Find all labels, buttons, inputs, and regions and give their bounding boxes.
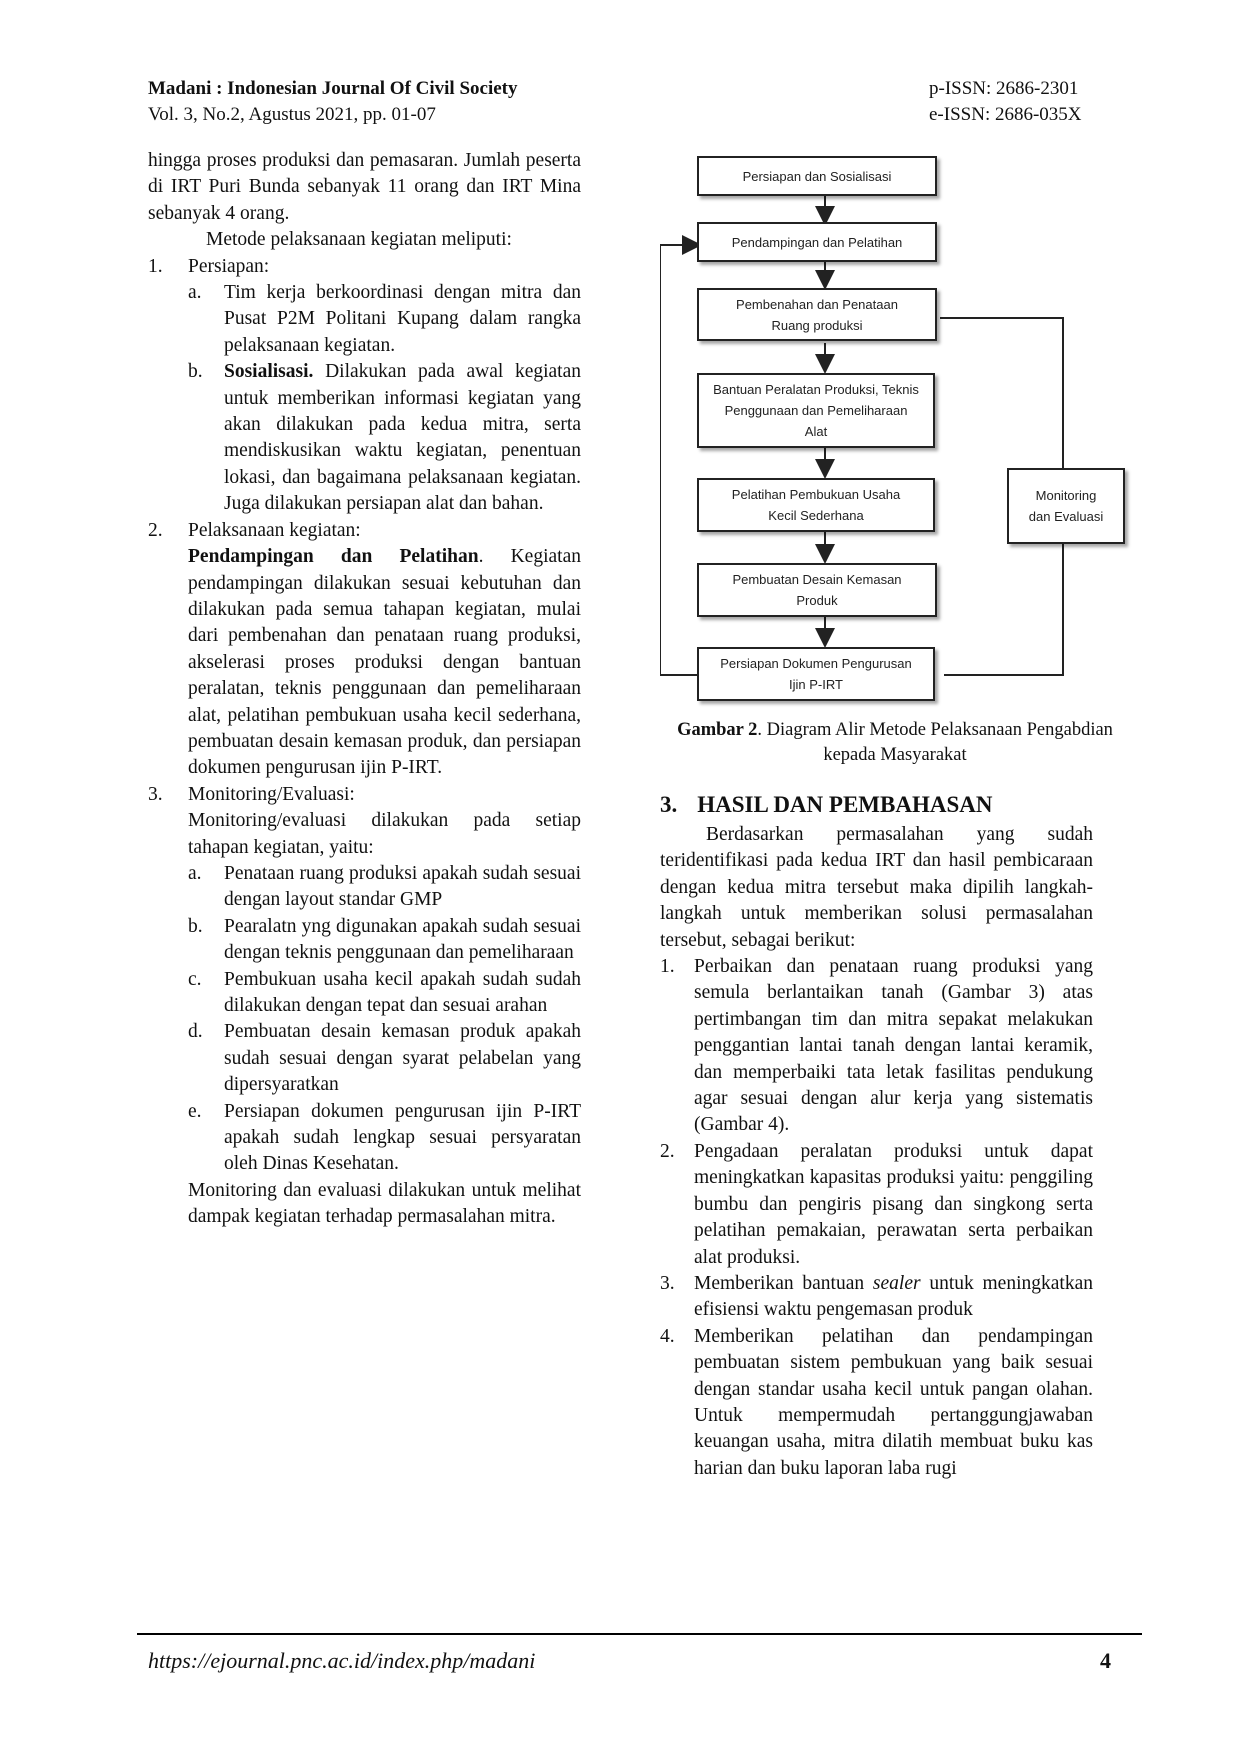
step-3-text: Persiapan dokumen pengurusan ijin P-IRT … bbox=[224, 1100, 581, 1175]
step-3-item: b. Pearalatn yng digunakan apakah sudah … bbox=[188, 914, 581, 967]
result-item-4: 4. Memberikan pelatihan dan pendampingan… bbox=[660, 1324, 1093, 1482]
method-intro: Metode pelaksanaan kegiatan meliputi: bbox=[206, 229, 512, 251]
step-2: 2. Pelaksanaan kegiatan: Pendampingan da… bbox=[148, 518, 581, 782]
journal-volume: Vol. 3, No.2, Agustus 2021, pp. 01-07 bbox=[148, 104, 436, 125]
section-title: HASIL DAN PEMBAHASAN bbox=[697, 792, 993, 817]
flow-box: Pelatihan Pembukuan Usaha Kecil Sederhan… bbox=[697, 478, 935, 532]
right-column: Berdasarkan permasalahan yang sudah teri… bbox=[660, 822, 1093, 1482]
result-text: Memberikan pelatihan dan pendampingan pe… bbox=[694, 1325, 1093, 1479]
step-3-item: d. Pembuatan desain kemasan produk apaka… bbox=[188, 1019, 581, 1098]
step-1b-letter: b. bbox=[188, 361, 203, 383]
result-item-2: 2. Pengadaan peralatan produksi untuk da… bbox=[660, 1139, 1093, 1271]
flow-box: Pembuatan Desain Kemasan Produk bbox=[697, 563, 937, 617]
step-3-letter: d. bbox=[188, 1021, 203, 1043]
result-number: 1. bbox=[660, 956, 675, 978]
p-issn: p-ISSN: 2686-2301 bbox=[929, 78, 1079, 99]
step-1: 1. Persiapan: a. Tim kerja berkoordinasi… bbox=[148, 254, 581, 518]
monitoring-box: Monitoring dan Evaluasi bbox=[1007, 468, 1125, 544]
step-3-letter: c. bbox=[188, 968, 202, 990]
step-3-item: a. Penataan ruang produksi apakah sudah … bbox=[188, 861, 581, 914]
step-2-title: Pelaksanaan kegiatan: bbox=[188, 519, 361, 541]
step-3: 3. Monitoring/Evaluasi: Monitoring/evalu… bbox=[148, 782, 581, 1231]
step-1a: a. Tim kerja berkoordinasi dengan mitra … bbox=[188, 280, 581, 359]
result-text-italic: sealer bbox=[872, 1272, 921, 1294]
page-number: 4 bbox=[1100, 1648, 1111, 1673]
flow-box: Pendampingan dan Pelatihan bbox=[697, 222, 937, 262]
result-number: 3. bbox=[660, 1272, 675, 1294]
step-1a-letter: a. bbox=[188, 282, 202, 304]
footer-rule bbox=[137, 1633, 1142, 1635]
figure-caption: Gambar 2. Diagram Alir Metode Pelaksanaa… bbox=[660, 718, 1130, 768]
flow-diagram: Persiapan dan Sosialisasi Pendampingan d… bbox=[660, 150, 1130, 701]
flow-box: Bantuan Peralatan Produksi, Teknis Pengg… bbox=[697, 373, 935, 448]
step-3-item: c. Pembukuan usaha kecil apakah sudah su… bbox=[188, 967, 581, 1020]
flow-box: Persiapan dan Sosialisasi bbox=[697, 156, 937, 196]
caption-label: Gambar 2 bbox=[677, 720, 758, 740]
section-heading: 3. HASIL DAN PEMBAHASAN bbox=[660, 792, 992, 818]
step-3-outro: Monitoring dan evaluasi dilakukan untuk … bbox=[188, 1179, 581, 1228]
step-1b-bold: Sosialisasi. bbox=[224, 361, 314, 383]
result-text: Perbaikan dan penataan ruang produksi ya… bbox=[694, 956, 1093, 1136]
feedback-loop-left bbox=[660, 235, 702, 675]
step-3-letter: e. bbox=[188, 1100, 202, 1122]
step-3-intro: Monitoring/evaluasi dilakukan pada setia… bbox=[188, 810, 581, 858]
step-2-text: . Kegiatan pendampingan dilakukan sesuai… bbox=[188, 546, 581, 779]
step-3-letter: a. bbox=[188, 862, 202, 884]
step-1b-text: Dilakukan pada awal kegiatan untuk membe… bbox=[224, 361, 581, 515]
flow-box: Persiapan Dokumen Pengurusan Ijin P-IRT bbox=[697, 647, 935, 701]
step-3-text: Penataan ruang produksi apakah sudah ses… bbox=[224, 862, 581, 911]
step-3-item: e. Persiapan dokumen pengurusan ijin P-I… bbox=[188, 1099, 581, 1178]
intro-paragraph: hingga proses produksi dan pemasaran. Ju… bbox=[148, 150, 581, 224]
results-intro: Berdasarkan permasalahan yang sudah teri… bbox=[660, 824, 1093, 951]
step-3-title: Monitoring/Evaluasi: bbox=[188, 783, 355, 805]
e-issn: e-ISSN: 2686-035X bbox=[929, 104, 1082, 125]
step-3-text: Pembukuan usaha kecil apakah sudah sudah… bbox=[224, 968, 581, 1016]
journal-title: Madani : Indonesian Journal Of Civil Soc… bbox=[148, 78, 518, 99]
step-1a-text: Tim kerja berkoordinasi dengan mitra dan… bbox=[224, 282, 581, 356]
section-number: 3. bbox=[660, 792, 678, 817]
result-item-3: 3. Memberikan bantuan sealer untuk menin… bbox=[660, 1271, 1093, 1324]
result-item-1: 1. Perbaikan dan penataan ruang produksi… bbox=[660, 954, 1093, 1139]
step-3-text: Pembuatan desain kemasan produk apakah s… bbox=[224, 1021, 581, 1096]
result-text: Pengadaan peralatan produksi untuk dapat… bbox=[694, 1140, 1093, 1268]
result-number: 4. bbox=[660, 1325, 675, 1347]
step-1-title: Persiapan: bbox=[188, 255, 270, 277]
step-1-number: 1. bbox=[148, 255, 163, 277]
step-2-number: 2. bbox=[148, 519, 163, 541]
step-2-bold: Pendampingan dan Pelatihan bbox=[188, 546, 479, 568]
result-text-pre: Memberikan bantuan bbox=[694, 1272, 873, 1294]
step-3-text: Pearalatn yng digunakan apakah sudah ses… bbox=[224, 915, 581, 964]
result-number: 2. bbox=[660, 1140, 675, 1162]
flow-box: Pembenahan dan Penataan Ruang produksi bbox=[697, 288, 937, 341]
result-text-post: untuk meningkatkan efisiensi waktu penge… bbox=[694, 1272, 1093, 1321]
step-3-letter: b. bbox=[188, 915, 203, 937]
step-1b: b. Sosialisasi. Dilakukan pada awal kegi… bbox=[188, 359, 581, 517]
left-column: hingga proses produksi dan pemasaran. Ju… bbox=[148, 148, 581, 1231]
footer-url[interactable]: https://ejournal.pnc.ac.id/index.php/mad… bbox=[148, 1648, 536, 1673]
caption-text: . Diagram Alir Metode Pelaksanaan Pengab… bbox=[757, 720, 1113, 765]
step-3-number: 3. bbox=[148, 783, 163, 805]
